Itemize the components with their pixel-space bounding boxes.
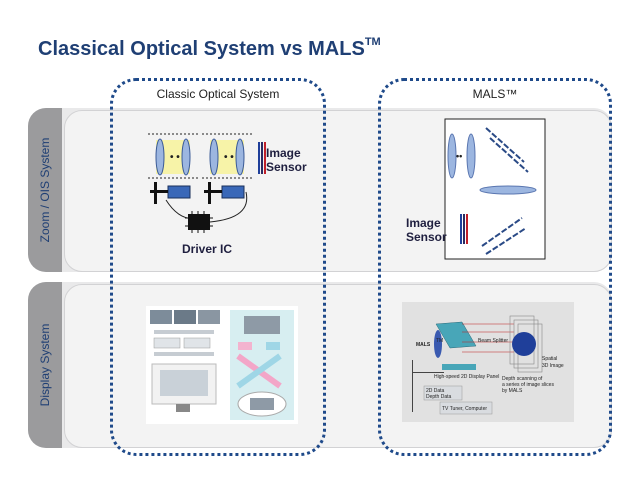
svg-text:••: •• xyxy=(456,151,462,161)
classic-display-image xyxy=(146,306,298,424)
display-panel-label: High-speed 2D Display Panel xyxy=(434,374,499,380)
column-frame-mals xyxy=(378,78,612,456)
mals-zoom-diagram: •• xyxy=(444,118,546,260)
depth-line-1: Depth scanning of xyxy=(502,376,543,382)
depth-line-3: by MALS xyxy=(502,388,523,394)
spatial-label: Spatial xyxy=(542,356,557,362)
page-title: Classical Optical System vs MALSTM xyxy=(38,36,381,61)
data-depth-label: Depth Data xyxy=(426,394,452,400)
column-header-mals: MALS™ xyxy=(472,87,518,101)
driver-ic-chip xyxy=(188,214,210,230)
tv-tuner-label: TV Tuner, Computer xyxy=(442,406,487,412)
data-2d-label: 2D Data xyxy=(426,388,445,394)
title-trademark: TM xyxy=(364,36,381,48)
column-header-classic: Classic Optical System xyxy=(156,87,280,101)
row-label-zoom: Zoom / OIS System xyxy=(38,137,52,243)
title-text: Classical Optical System vs MALS xyxy=(38,38,365,60)
mals-label: MALS xyxy=(416,342,431,348)
classic-zoom-diagram: • • • • xyxy=(148,133,266,233)
mals-display-diagram: MALS TM Beam Splitter High-speed 2D Disp… xyxy=(402,302,574,422)
mals-label-sup: TM xyxy=(436,338,443,344)
lens-module-1: • • xyxy=(148,133,198,204)
row-side-display xyxy=(28,282,62,448)
driver-ic-label: Driver IC xyxy=(182,242,233,256)
svg-text:• •: • • xyxy=(170,152,180,163)
image-3d-label: 3D Image xyxy=(542,363,564,369)
classic-image-sensor-label: Image Sensor xyxy=(266,146,307,174)
depth-line-2: a series of image slices xyxy=(502,382,554,388)
column-frame-classic xyxy=(110,78,326,456)
row-side-zoom xyxy=(28,108,62,272)
lens-module-2: • • xyxy=(202,133,252,204)
mals-image-sensor-label: Image Sensor xyxy=(406,216,447,244)
beam-splitter-label: Beam Splitter xyxy=(478,338,508,344)
row-label-display: Display System xyxy=(38,323,52,407)
svg-text:• •: • • xyxy=(224,152,234,163)
